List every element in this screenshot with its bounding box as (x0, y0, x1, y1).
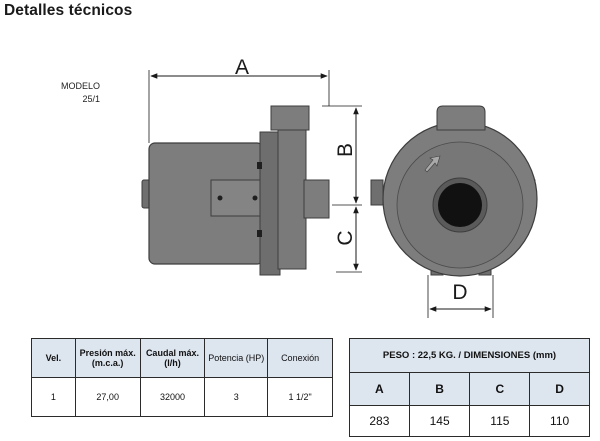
pump-front-view (370, 105, 538, 277)
specs-header-pressure: Presión máx. (m.c.a.) (74, 338, 141, 378)
specs-cell-power: 3 (204, 377, 269, 417)
model-value: 25/1 (82, 94, 100, 104)
suction-inlet-side (303, 179, 330, 219)
specs-table: Vel. Presión máx. (m.c.a.) Caudal máx. (… (31, 338, 333, 417)
dimension-d-label: D (452, 281, 467, 304)
pump-casing-side (277, 126, 307, 270)
dimension-header-c: C (469, 372, 531, 406)
pump-technical-drawing: A B C D (141, 56, 538, 318)
dimension-header-d: D (529, 372, 590, 406)
model-label: MODELO 25/1 (61, 80, 100, 106)
discharge-outlet-front (436, 105, 486, 131)
dimension-b-label: B (334, 143, 357, 157)
table-row: 283 145 115 110 (349, 405, 590, 437)
pump-side-view (141, 105, 330, 276)
terminal-screw (217, 195, 223, 201)
dimension-b-c: B C (322, 105, 362, 273)
flange-bolt (257, 162, 262, 169)
dimension-value-b: 145 (408, 405, 471, 437)
specs-cell-flow: 32000 (139, 377, 206, 417)
side-lug (370, 179, 384, 206)
specs-header-speed: Vel. (31, 338, 76, 378)
rotation-arrow-icon (424, 155, 441, 173)
dimension-value-d: 110 (529, 405, 590, 437)
table-row: 1 27,00 32000 3 1 1/2" (31, 377, 333, 417)
dimension-value-c: 115 (469, 405, 531, 437)
specs-cell-speed: 1 (31, 377, 76, 417)
suction-port (438, 183, 482, 227)
dimension-header-a: A (349, 372, 410, 406)
dimension-c-label: C (334, 230, 357, 245)
flange-bolt (257, 230, 262, 237)
dimension-value-a: 283 (349, 405, 410, 437)
specs-cell-connection: 1 1/2" (267, 377, 333, 417)
page-title: Detalles técnicos (4, 2, 133, 19)
dimension-a-label: A (235, 56, 249, 79)
motor-flange (259, 131, 281, 276)
specs-cell-pressure: 27,00 (74, 377, 141, 417)
specs-header-power: Potencia (HP) (204, 338, 269, 378)
model-caption: MODELO (60, 81, 100, 91)
dimensions-table: PESO : 22,5 KG. / DIMENSIONES (mm) A B C… (349, 338, 590, 437)
dimension-a: A (148, 56, 330, 143)
dimension-d: D (427, 275, 494, 318)
specs-header-connection: Conexión (267, 338, 333, 378)
dimensions-table-title: PESO : 22,5 KG. / DIMENSIONES (mm) (349, 338, 590, 373)
discharge-outlet-side (270, 105, 310, 131)
dimension-header-b: B (408, 372, 471, 406)
terminal-screw (252, 195, 258, 201)
specs-header-flow: Caudal máx. (l/h) (139, 338, 206, 378)
